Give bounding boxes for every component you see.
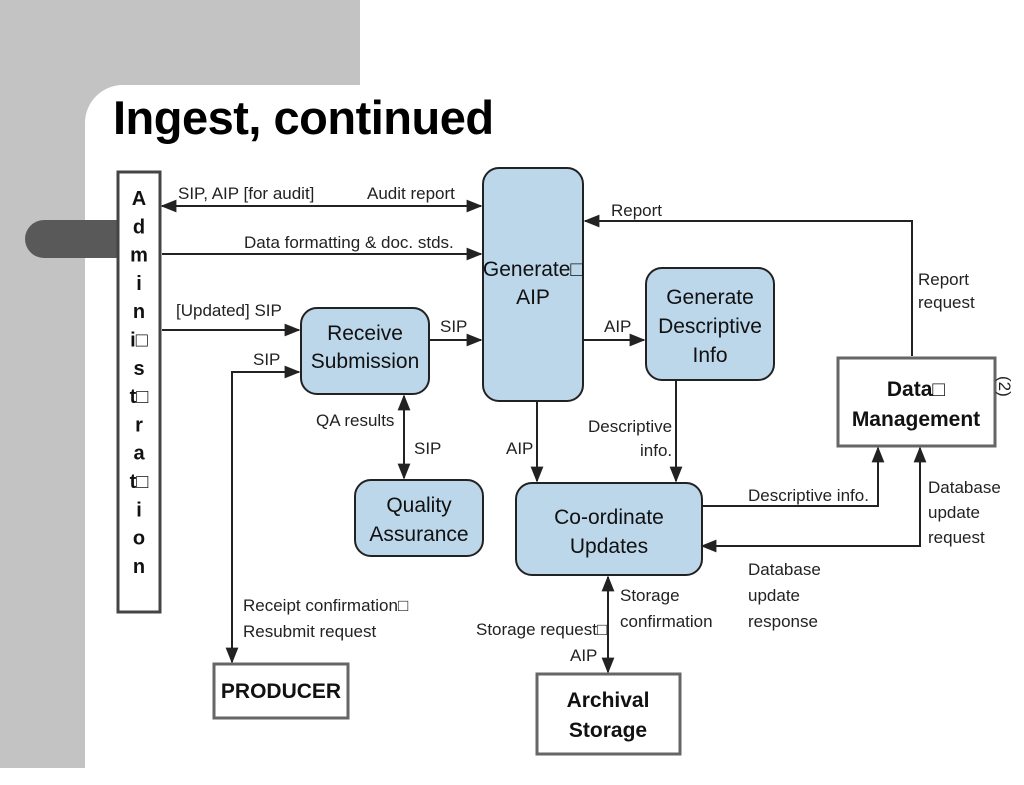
administration-letter: i□ xyxy=(130,330,148,352)
label-data-formatting: Data formatting & doc. stds. xyxy=(244,233,454,252)
label-qa-results: QA results xyxy=(316,411,394,430)
producer-node: PRODUCER xyxy=(212,662,350,720)
coordinate-updates-node: Co-ordinate Updates xyxy=(515,482,703,576)
label-sip-qa: SIP xyxy=(414,439,441,458)
receive-submission-node: Receive Submission xyxy=(300,307,430,395)
archival-storage-node: Archival Storage xyxy=(535,672,682,756)
dm-line2: Management xyxy=(852,408,980,431)
administration-letter: o xyxy=(133,528,145,550)
administration-letter: n xyxy=(133,556,145,578)
label-report-request-2: request xyxy=(918,293,975,312)
label-report-request-1: Report xyxy=(918,270,969,289)
label-db-req-3: request xyxy=(928,528,985,547)
label-aip-descriptive: AIP xyxy=(604,317,631,336)
label-aip-storage: AIP xyxy=(570,646,597,665)
receive-submission-line1: Receive xyxy=(327,322,403,345)
label-audit-report: Audit report xyxy=(367,184,455,203)
data-management-node: Data□ Management (2) xyxy=(836,356,1014,448)
label-db-resp-1: Database xyxy=(748,560,821,579)
administration-letter: A xyxy=(132,188,146,210)
label-descriptive-info-dm: Descriptive info. xyxy=(748,486,869,505)
label-report: Report xyxy=(611,201,662,220)
dm-line1: Data□ xyxy=(887,378,946,401)
as-line1: Archival xyxy=(567,689,650,712)
cu-line1: Co-ordinate xyxy=(554,506,664,529)
label-sip-aip-audit: SIP, AIP [for audit] xyxy=(178,184,314,203)
slide-title: Ingest, continued xyxy=(113,91,494,144)
receive-submission-line2: Submission xyxy=(311,350,420,373)
dm-corner-label: (2) xyxy=(995,376,1014,397)
label-sip-receive: SIP xyxy=(440,317,467,336)
administration-letter: t□ xyxy=(130,471,149,493)
gdi-line1: Generate xyxy=(666,286,754,309)
label-aip-coord: AIP xyxy=(506,439,533,458)
administration-letter: i xyxy=(136,273,142,295)
administration-letter: r xyxy=(135,414,143,436)
label-db-resp-2: update xyxy=(748,586,800,605)
label-storage-confirmation-2: confirmation xyxy=(620,612,713,631)
quality-assurance-node: Quality Assurance xyxy=(354,479,484,557)
administration-letter: m xyxy=(130,245,148,267)
gdi-line3: Info xyxy=(692,344,727,367)
qa-line1: Quality xyxy=(386,494,452,517)
label-sip-producer: SIP xyxy=(253,350,280,369)
label-storage-confirmation-1: Storage xyxy=(620,586,680,605)
administration-letter: a xyxy=(133,443,145,465)
generate-aip-node: Generate□ AIP xyxy=(482,167,584,402)
label-receipt-1: Receipt confirmation□ xyxy=(243,596,408,615)
administration-letter: i xyxy=(136,499,142,521)
label-descriptive-info-1: Descriptive xyxy=(588,417,672,436)
edge-sip-from-producer xyxy=(231,371,299,662)
label-updated-sip: [Updated] SIP xyxy=(176,301,282,320)
label-db-req-1: Database xyxy=(928,478,1001,497)
label-receipt-2: Resubmit request xyxy=(243,622,377,641)
administration-letter: t□ xyxy=(130,386,149,408)
label-db-req-2: update xyxy=(928,503,980,522)
gdi-line2: Descriptive xyxy=(658,315,762,338)
label-storage-request: Storage request□ xyxy=(476,620,607,639)
cu-line2: Updates xyxy=(570,535,648,558)
edge-db-update xyxy=(700,446,927,553)
administration-letter: d xyxy=(133,216,145,238)
label-db-resp-3: response xyxy=(748,612,818,631)
label-descriptive-info-2: info. xyxy=(640,441,672,460)
generate-aip-line2: AIP xyxy=(516,286,550,309)
generate-descriptive-info-node: Generate Descriptive Info xyxy=(645,267,775,381)
producer-label: PRODUCER xyxy=(221,680,341,703)
edge-report xyxy=(583,214,913,356)
qa-line2: Assurance xyxy=(369,523,468,546)
administration-letter: s xyxy=(133,358,144,380)
as-line2: Storage xyxy=(569,719,647,742)
administration-letter: n xyxy=(133,301,145,323)
generate-aip-line1: Generate□ xyxy=(483,258,584,281)
